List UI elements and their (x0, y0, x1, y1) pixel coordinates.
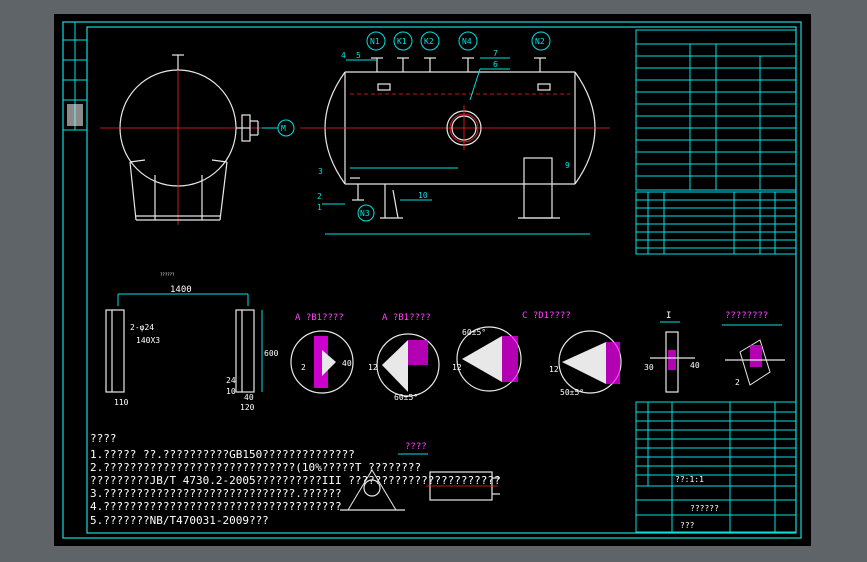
svg-text:2.????????????????????????????: 2.?????????????????????????????(10%?????… (90, 461, 421, 474)
svg-text:110: 110 (114, 398, 129, 407)
nozzle-balloon-n2[interactable]: N2 (531, 31, 551, 51)
svg-text:???: ??? (680, 521, 695, 530)
svg-text:1400: 1400 (170, 285, 192, 295)
svg-text:2-φ24: 2-φ24 (130, 323, 154, 332)
title-block-bottom: ??:1:1 ?????? ??? (635, 401, 797, 533)
svg-text:????: ???? (405, 442, 427, 452)
svg-text:M: M (281, 124, 286, 133)
svg-text:12: 12 (452, 363, 462, 372)
svg-text:4: 4 (341, 51, 346, 60)
svg-text:30: 30 (644, 363, 654, 372)
svg-text:C ?D1????: C ?D1???? (522, 311, 571, 321)
svg-text:2: 2 (735, 378, 740, 387)
svg-text:50±5°: 50±5° (560, 388, 584, 397)
title-block-top (635, 29, 797, 191)
svg-text:K1: K1 (397, 37, 407, 46)
svg-text:7: 7 (493, 49, 498, 58)
svg-text:24: 24 (226, 376, 236, 385)
svg-text:120: 120 (240, 403, 255, 412)
support-detail: ?????? 1400 2-φ24 140X3 600 110 40 120 2… (105, 272, 279, 412)
svg-text:2: 2 (301, 363, 306, 372)
svg-text:1: 1 (317, 203, 322, 212)
svg-text:A ?B1????: A ?B1???? (382, 313, 431, 323)
svg-text:??????: ?????? (690, 504, 719, 513)
revision-strip (63, 22, 87, 131)
svg-text:?????????JB/T 4730.2-2005?????: ?????????JB/T 4730.2-2005??????????III ?… (90, 474, 501, 487)
svg-text:N3: N3 (360, 209, 370, 218)
nozzle-balloon-k2[interactable]: K2 (420, 31, 440, 51)
svg-text:I: I (666, 311, 671, 321)
parts-list-table (635, 191, 797, 255)
svg-text:????????: ???????? (725, 311, 768, 321)
detail-i: I 30 40 (644, 311, 700, 393)
svg-text:4.????????????????????????????: 4.???????????????????????????????????? (90, 500, 342, 513)
technical-notes: ???? 1.????? ??.??????????GB150?????????… (90, 432, 501, 527)
svg-text:N2: N2 (535, 37, 545, 46)
weld-detail-3: C ?D1???? 12 60±5° (452, 311, 571, 392)
nozzle-balloon-n3[interactable]: N3 (357, 204, 375, 222)
svg-text:60±5°: 60±5° (462, 328, 486, 337)
svg-text:N1: N1 (370, 37, 380, 46)
weld-detail-1: A ?B1???? 2 40 (290, 313, 354, 394)
weld-detail-2: A ?B1???? 12 60±5° (368, 313, 440, 402)
svg-text:600: 600 (264, 349, 279, 358)
svg-text:2: 2 (317, 192, 322, 201)
svg-text:5: 5 (356, 51, 361, 60)
svg-text:40: 40 (690, 361, 700, 370)
nozzle-balloon-k1[interactable]: K1 (393, 31, 413, 51)
nozzle-balloon-n4[interactable]: N4 (458, 31, 478, 51)
lifting-lug-detail: ???? (340, 442, 500, 511)
nozzle-m-balloon[interactable]: M (262, 119, 295, 137)
vessel-end-view (100, 54, 265, 225)
svg-text:1.????? ??.??????????GB150????: 1.????? ??.??????????GB150?????????????? (90, 448, 355, 461)
part-callouts: 4 5 7 6 3 2 1 9 10 (317, 49, 570, 212)
weld-detail-4: 12 50±5° (549, 330, 622, 397)
svg-text:60±5°: 60±5° (394, 393, 418, 402)
svg-text:N4: N4 (462, 37, 472, 46)
svg-text:K2: K2 (424, 37, 434, 46)
svg-text:9: 9 (565, 161, 570, 170)
svg-text:????: ???? (90, 432, 117, 445)
svg-text:3: 3 (318, 167, 323, 176)
svg-text:10: 10 (226, 387, 236, 396)
detail-ii: ???????? 2 (722, 311, 785, 387)
svg-text:??:1:1: ??:1:1 (675, 475, 704, 484)
svg-text:3.????????????????????????????: 3.?????????????????????????????.?????? (90, 487, 342, 500)
svg-text:6: 6 (493, 60, 498, 69)
vessel-side-view (300, 57, 610, 235)
svg-text:5.???????NB/T470031-2009???: 5.???????NB/T470031-2009??? (90, 514, 269, 527)
svg-text:12: 12 (549, 365, 559, 374)
svg-text:10: 10 (418, 191, 428, 200)
svg-text:12: 12 (368, 363, 378, 372)
drawing-border-outer (62, 21, 802, 539)
nozzle-balloon-n1[interactable]: N1 (366, 31, 386, 51)
svg-text:40: 40 (342, 359, 352, 368)
svg-text:40: 40 (244, 393, 254, 402)
svg-text:140X3: 140X3 (136, 336, 160, 345)
svg-text:??????: ?????? (160, 272, 175, 277)
drawing-border-inner (86, 26, 797, 534)
svg-text:A ?B1????: A ?B1???? (295, 313, 344, 323)
